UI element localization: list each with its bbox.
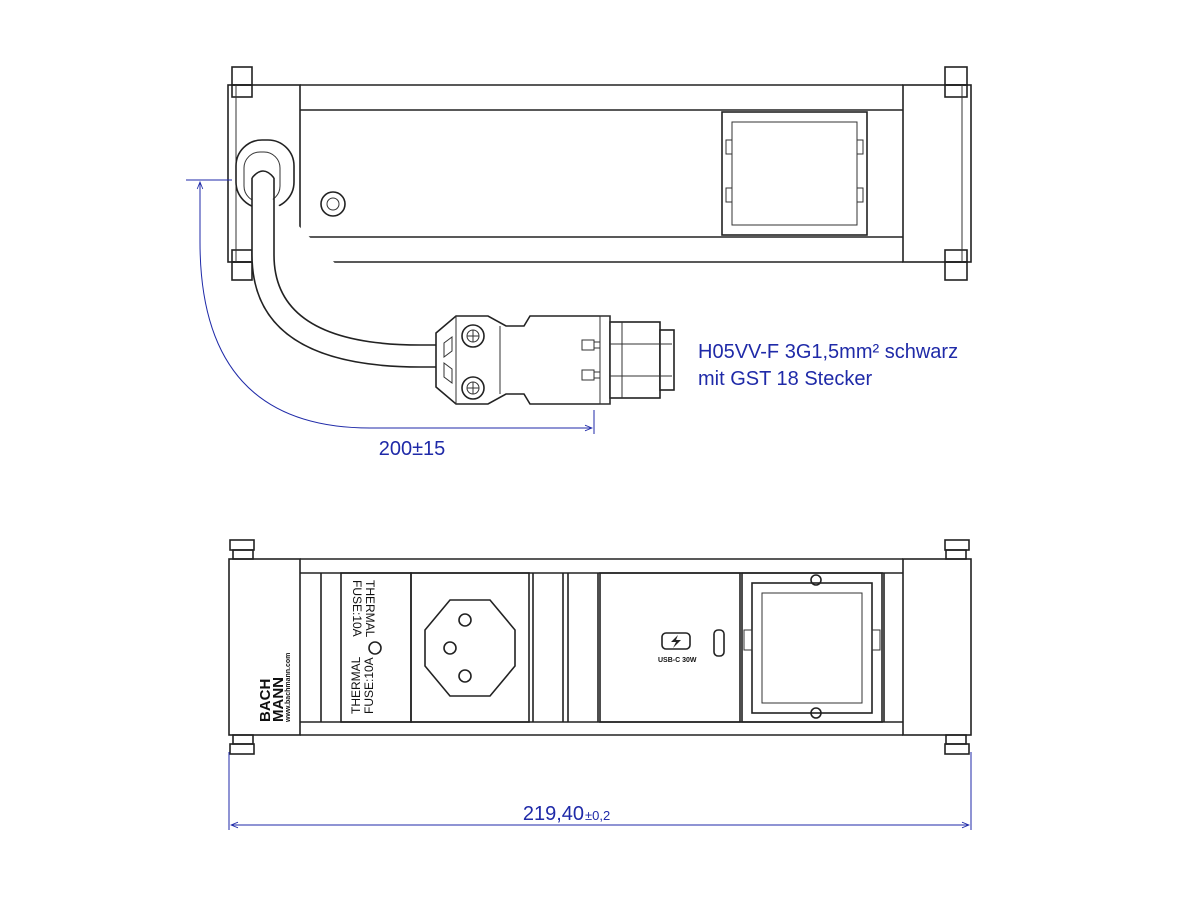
total-width-dimension: 219,40 ±0,2 [228,752,972,830]
fuse-label-upper-2: FUSE:10A [350,580,364,637]
type-j-socket [410,572,530,723]
logo-url: www.bachmann.com [285,653,292,723]
total-width-tolerance: ±0,2 [585,808,610,823]
fuse-label-upper-1: THERMAL [363,580,377,638]
cable-length-label: 200±15 [379,438,446,460]
bachmann-logo: BACH MANN www.bachmann.com [257,653,292,723]
empty-module-frame [741,572,883,723]
top-view-right-end-cap [902,84,972,263]
front-view: BACH MANN www.bachmann.com THERMAL FUSE:… [228,539,972,830]
top-view: 200±15 H05VV-F 3G1,5mm² schwarz mit GST … [186,66,972,460]
cable-spec-line1: H05VV-F 3G1,5mm² schwarz [698,341,958,363]
blank-strips [532,573,599,722]
total-width-value: 219,40 [523,803,584,825]
fuse-reset-button [368,641,382,655]
fuse-label-lower-2: FUSE:10A [362,657,376,714]
gst18-connector [435,315,675,405]
logo-line1: BACH [257,679,274,722]
logo-line2: MANN [270,677,287,722]
fuse-label-lower-1: THERMAL [349,656,363,714]
thermal-fuse-module: THERMAL FUSE:10A THERMAL FUSE:10A [340,572,412,723]
screw-hole [320,191,346,217]
front-view-right-end-cap [902,558,972,736]
usb-c-module: USB-C 30W [599,572,741,723]
top-view-module [721,111,868,236]
usb-label: USB-C 30W [658,657,697,664]
charging-icon [661,632,691,650]
cable-length-dimension: 200±15 [186,179,595,460]
cable-spec-line2: mit GST 18 Stecker [698,368,872,390]
usb-c-port [713,629,725,657]
front-view-left-end-cap [228,558,301,736]
